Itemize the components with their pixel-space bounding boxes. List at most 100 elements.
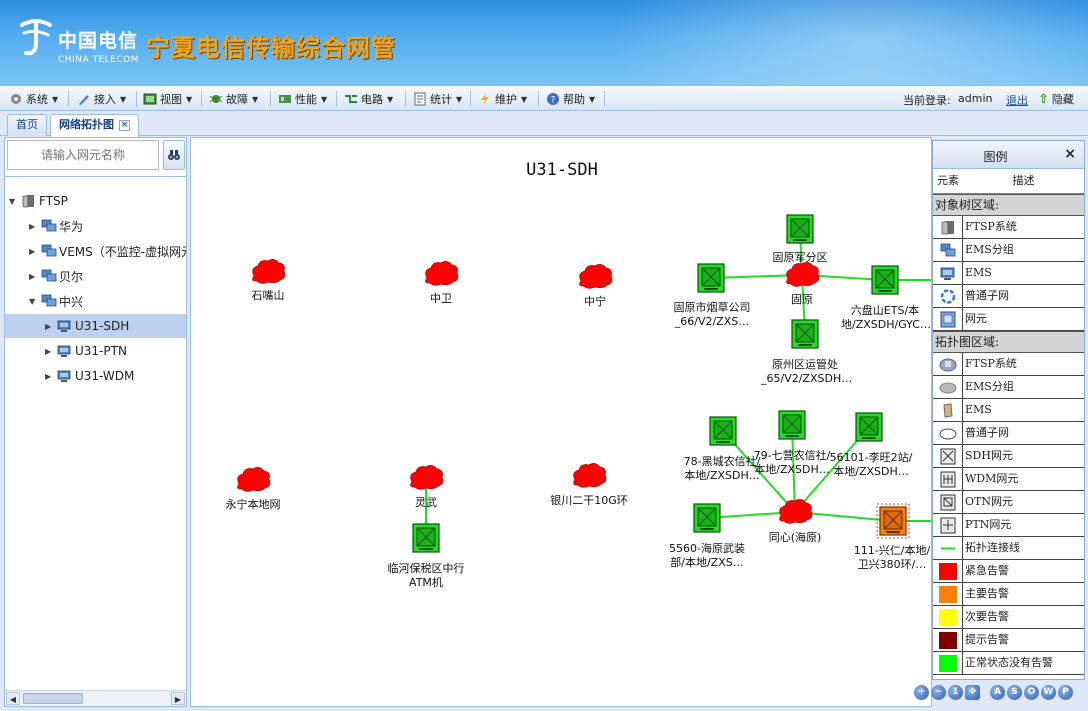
scroll-left-icon[interactable]: ◀ [6, 692, 20, 705]
fit-to-window-icon[interactable]: ✥ [965, 685, 980, 700]
expand-arrow-icon[interactable]: ▼ [29, 296, 36, 306]
tab-home[interactable]: 首页 [7, 114, 47, 136]
zoom-out-icon[interactable]: − [931, 685, 946, 700]
subnet-label: 中宁 [584, 295, 606, 308]
object-tree: ▼ FTSP ▶ 华为 ▶ VEMS（不监控-虚拟网元 ▶ 贝尔 ▼ [5, 176, 186, 690]
hide-header-button[interactable]: ⇧ 隐藏 [1038, 91, 1074, 107]
menu-system-label: 系统 [26, 93, 48, 106]
tree-node-vems[interactable]: ▶ VEMS（不监控-虚拟网元 [29, 239, 186, 263]
legend-desc: EMS [965, 266, 992, 279]
ne-xingren[interactable] [876, 503, 910, 539]
menu-access[interactable]: 接入▼ [77, 90, 126, 108]
login-label: 当前登录: [903, 94, 951, 107]
menu-view[interactable]: 视图▼ [143, 90, 192, 108]
ne-guyuan-yancao[interactable] [697, 263, 725, 293]
legend-header: 图例 × [933, 141, 1084, 169]
tree-node-u31-wdm[interactable]: ▶ U31-WDM [45, 364, 134, 388]
logout-link[interactable]: 退出 [1006, 94, 1028, 107]
subnet-shizuishan[interactable] [252, 258, 286, 284]
zoom-in-icon[interactable]: + [914, 685, 929, 700]
menu-statistics[interactable]: 统计▼ [413, 90, 462, 108]
stats-icon [414, 92, 426, 106]
tool-s-button[interactable]: S [1007, 685, 1022, 700]
ems-group-icon [41, 269, 57, 282]
menu-performance-label: 性能 [295, 93, 317, 106]
subnet-yinchuan-10g-ring[interactable] [573, 462, 607, 488]
legend-row: WDM网元 [933, 468, 1084, 491]
subnet-yongning[interactable] [237, 466, 271, 492]
tree-node-zte[interactable]: ▼ 中兴 [29, 289, 83, 313]
tree-horizontal-scrollbar[interactable]: ◀ ▶ [5, 690, 186, 706]
tool-p-button[interactable]: P [1058, 685, 1073, 700]
ne-liupanshan[interactable] [871, 265, 899, 295]
expand-arrow-icon[interactable]: ▶ [45, 321, 52, 331]
logo-english-text: CHINA TELECOM [58, 55, 139, 65]
tree-node-label: 华为 [59, 219, 84, 234]
expand-arrow-icon[interactable]: ▶ [29, 271, 36, 281]
subnet-lingwu[interactable] [410, 464, 444, 490]
ems-group-icon [41, 244, 57, 257]
tab-network-topology[interactable]: 网络拓扑图× [50, 114, 139, 137]
ne-qiying[interactable] [778, 410, 806, 440]
legend-desc: EMS分组 [965, 243, 1014, 256]
close-legend-icon[interactable]: × [1064, 146, 1076, 162]
menu-maintenance[interactable]: 维护▼ [478, 90, 527, 108]
tree-node-alcatel[interactable]: ▶ 贝尔 [29, 264, 83, 288]
ne-label: 固原军分区 [772, 251, 828, 264]
expand-arrow-icon[interactable]: ▶ [29, 221, 36, 231]
subnet-tongxin[interactable] [779, 498, 813, 524]
menu-system[interactable]: 系统▼ [9, 90, 58, 108]
expand-arrow-icon[interactable]: ▶ [45, 346, 52, 356]
expand-arrow-icon[interactable]: ▼ [9, 196, 16, 206]
ne-guyuan-junfenqu[interactable] [786, 214, 814, 244]
legend-title: 图例 [983, 150, 1008, 164]
menu-performance[interactable]: 性能▼ [278, 90, 327, 108]
menu-circuit[interactable]: 电路▼ [344, 90, 393, 108]
subnet-guyuan[interactable] [786, 261, 820, 287]
expand-arrow-icon[interactable]: ▶ [45, 371, 52, 381]
tab-home-label: 首页 [16, 118, 38, 131]
ne-label: 原州区运管处_65/V2/ZXSDH… [761, 358, 853, 385]
legend-column-headers: 元素 描述 [933, 169, 1084, 194]
ne-linhe-atm[interactable] [412, 523, 440, 553]
ne-label: 5560-海原武装部/本地/ZXS… [669, 542, 745, 569]
ems-icon [940, 267, 954, 280]
object-tree-panel: ▼ FTSP ▶ 华为 ▶ VEMS（不监控-虚拟网元 ▶ 贝尔 ▼ [4, 137, 187, 707]
legend-row: 网元 [933, 308, 1084, 331]
tree-node-huawei[interactable]: ▶ 华为 [29, 214, 83, 238]
tool-a-button[interactable]: A [990, 685, 1005, 700]
ne-liwang[interactable] [855, 412, 883, 442]
legend-row: EMS [933, 262, 1084, 285]
link-line-icon [940, 547, 955, 549]
search-button[interactable] [163, 140, 185, 170]
zoom-reset-icon[interactable]: 1 [948, 685, 963, 700]
subnet-zhongwei[interactable] [425, 260, 459, 286]
legend-desc: 网元 [965, 312, 987, 325]
scroll-right-icon[interactable]: ▶ [171, 692, 185, 705]
ne-haiyuan-wuzhuangbu[interactable] [693, 503, 721, 533]
close-tab-icon[interactable]: × [119, 120, 130, 131]
ne-label: 固原市烟草公司_66/V2/ZXS… [673, 301, 751, 328]
topology-canvas[interactable]: U31-SDH 石嘴山 中卫 中宁 固原 永宁本地网 灵武 银川二干10G环 同… [190, 137, 932, 707]
subnet-label: 永宁本地网 [225, 498, 281, 511]
normal-status-swatch [938, 654, 957, 672]
china-telecom-logo-icon [20, 19, 52, 56]
tree-node-ftsp[interactable]: ▼ FTSP [9, 189, 68, 213]
menu-help[interactable]: ? 帮助▼ [546, 90, 595, 108]
ne-heicheng[interactable] [709, 416, 737, 446]
tool-w-button[interactable]: W [1041, 685, 1056, 700]
legend-desc: WDM网元 [965, 472, 1019, 485]
legend-row: EMS分组 [933, 239, 1084, 262]
subnet-label: 中卫 [430, 292, 452, 305]
scrollbar-thumb[interactable] [23, 693, 83, 704]
menu-fault[interactable]: 故障▼ [209, 90, 258, 108]
warning-alarm-swatch [938, 631, 957, 649]
tool-o-button[interactable]: O [1024, 685, 1039, 700]
ne-search-input[interactable] [7, 140, 159, 170]
tree-node-u31-ptn[interactable]: ▶ U31-PTN [45, 339, 127, 363]
expand-arrow-icon[interactable]: ▶ [29, 246, 36, 256]
menu-view-label: 视图 [160, 93, 182, 106]
tree-node-u31-sdh[interactable]: ▶ U31-SDH [5, 314, 186, 338]
subnet-zhongning[interactable] [579, 263, 613, 289]
ne-yuanzhou-yunguan[interactable] [791, 319, 819, 349]
